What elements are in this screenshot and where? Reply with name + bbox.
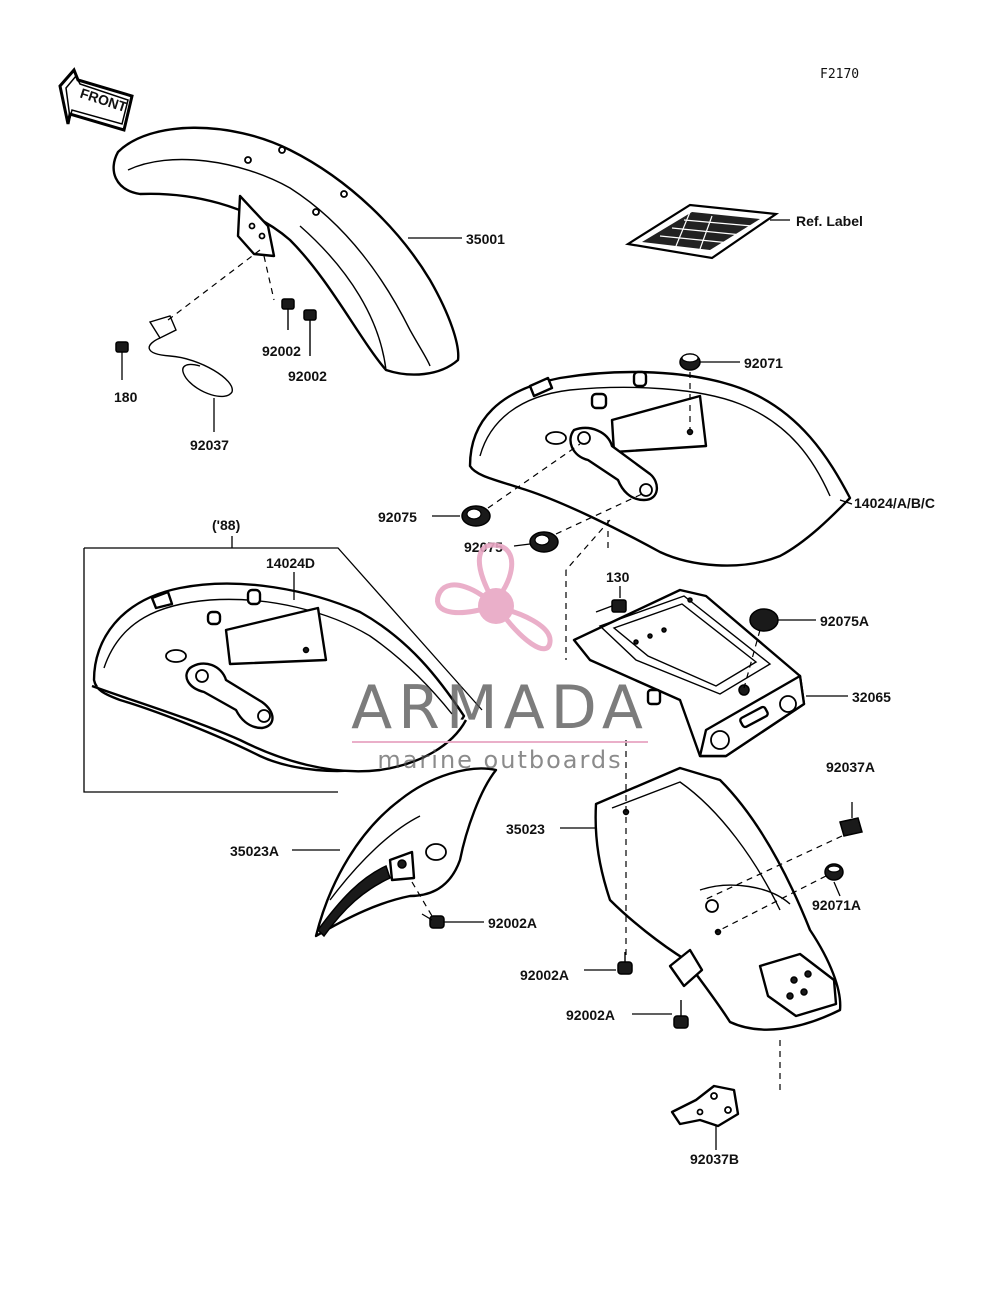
- bolt-92002-b: [303, 309, 317, 356]
- grommet-92071A: [824, 863, 844, 881]
- bracket-32065: [572, 588, 806, 758]
- watermark-tagline: marine outboards: [377, 746, 622, 774]
- watermark-brand: ARMADA: [351, 673, 649, 743]
- propeller-logo-icon: [435, 542, 553, 652]
- propeller-hub-icon: [478, 588, 514, 624]
- grommet-92075-b: [529, 531, 559, 553]
- part-130: 130: [606, 569, 630, 585]
- figure-code: F2170: [820, 67, 859, 82]
- part-92071: 92071: [744, 355, 783, 371]
- part-92037B: 92037B: [690, 1151, 739, 1167]
- part-92037: 92037: [190, 437, 229, 453]
- part-35001: 35001: [466, 231, 505, 247]
- part-92002-a: 92002: [262, 343, 301, 359]
- variant-88-frame: [83, 536, 483, 793]
- front-fender-35001: [112, 126, 460, 376]
- part-92002-b: 92002: [288, 368, 327, 384]
- grommet-92075-a: [461, 505, 491, 527]
- rear-fender-14024: [468, 370, 852, 567]
- part-92075-a: 92075: [378, 509, 417, 525]
- part-92071A: 92071A: [812, 897, 861, 913]
- bolt-92002A-b: [673, 1000, 689, 1029]
- part-32065: 32065: [852, 689, 891, 705]
- ref-label-sticker: [624, 203, 780, 260]
- cap-92075A: [749, 608, 779, 632]
- part-35023: 35023: [506, 821, 545, 837]
- front-arrow-icon: FRONT: [58, 67, 134, 132]
- bolt-130: [595, 599, 627, 613]
- bolt-92002-a: [281, 298, 295, 330]
- part-92002A-a: 92002A: [520, 967, 569, 983]
- bolt-92002A-a: [617, 952, 633, 975]
- part-180: 180: [114, 389, 138, 405]
- rear-fender-14024D: [91, 582, 468, 773]
- inner-fender-35023A: [314, 767, 498, 938]
- armada-watermark: ARMADA marine outboards: [351, 542, 649, 774]
- clip-92037A: [839, 817, 863, 837]
- grommet-92071: [679, 353, 701, 371]
- part-92002A-c: 92002A: [488, 915, 537, 931]
- part-14024: 14024/A/B/C: [854, 495, 935, 511]
- bracket-92037B: [670, 1084, 740, 1128]
- part-14024D: 14024D: [266, 555, 315, 571]
- screw-180: [115, 341, 129, 380]
- rear-fender-35023: [594, 766, 842, 1031]
- part-92075A: 92075A: [820, 613, 869, 629]
- bolt-92002A-c: [421, 913, 445, 929]
- variant-note: ('88): [212, 517, 240, 533]
- part-35023A: 35023A: [230, 843, 279, 859]
- part-92002A-b: 92002A: [566, 1007, 615, 1023]
- wire-bracket-92037: [148, 315, 233, 432]
- ref-label-callout: Ref. Label: [796, 213, 863, 229]
- part-92037A: 92037A: [826, 759, 875, 775]
